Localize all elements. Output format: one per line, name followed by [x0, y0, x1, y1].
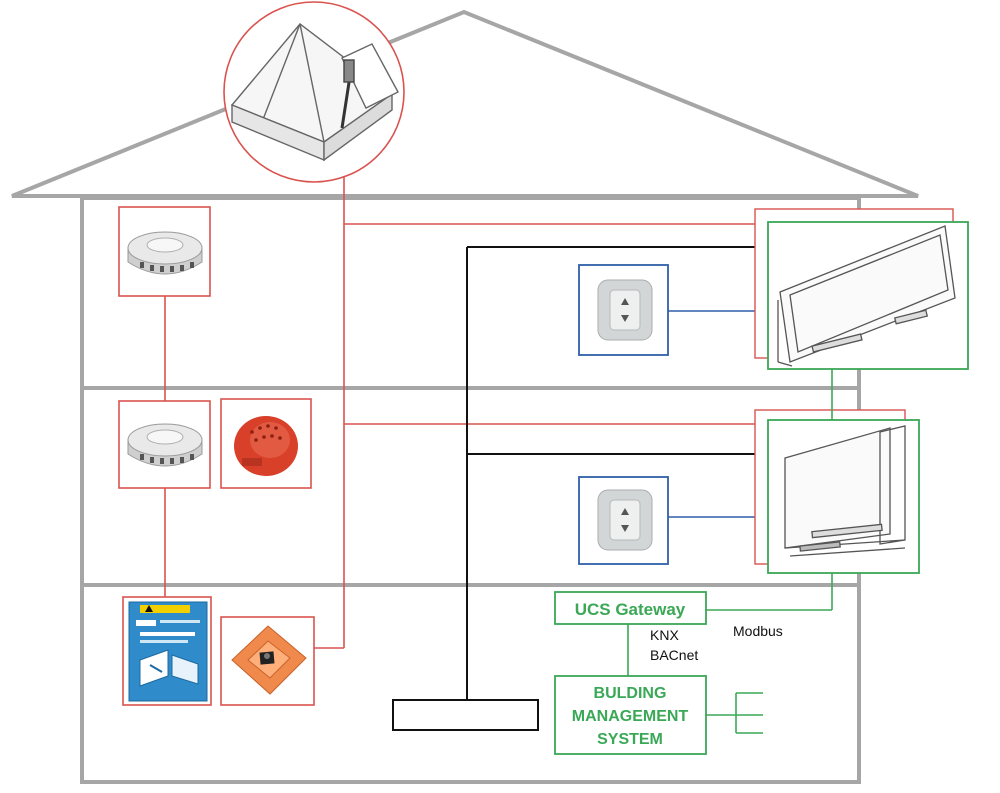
control-wiring — [392, 246, 768, 731]
window-switch-upper — [578, 264, 780, 356]
bms-label-line1: BULDING — [594, 685, 667, 702]
window-switch-lower — [578, 476, 780, 565]
alarm-sounder — [220, 398, 312, 489]
fire-wiring — [164, 162, 755, 649]
bms-label-line3: SYSTEM — [597, 731, 663, 748]
window-switch-icon — [597, 279, 653, 341]
roof-skylight-icon — [230, 23, 399, 162]
protocol-modbus-label: Modbus — [733, 623, 783, 639]
alarm-sounder-icon — [234, 416, 298, 476]
smoke-detector-top — [118, 206, 211, 297]
protocol-knx-label: KNX — [650, 627, 679, 643]
smoke-detector-middle — [118, 400, 211, 489]
call-point-icon — [231, 625, 307, 695]
gateway-label: UCS Gateway — [575, 600, 686, 619]
window-actuator-upper — [754, 208, 969, 370]
protocol-bacnet-label: BACnet — [650, 647, 698, 663]
window-actuator-icon — [784, 425, 906, 557]
control-panel-icon — [128, 601, 208, 702]
ucs-gateway: UCS Gateway — [554, 591, 707, 625]
smoke-detector-icon — [127, 423, 203, 467]
roof-skylight — [223, 1, 405, 183]
fire-control-panel — [122, 596, 212, 706]
window-switch-icon — [597, 489, 653, 551]
building-management-system: BULDING MANAGEMENT SYSTEM — [554, 675, 707, 755]
smoke-detector-icon — [127, 231, 203, 275]
manual-call-point — [220, 616, 315, 706]
house-outline — [11, 9, 919, 784]
comms-wiring — [627, 369, 833, 734]
window-actuator-icon — [777, 225, 956, 367]
window-actuator-lower — [754, 409, 920, 574]
control-unit-box — [392, 699, 539, 731]
bms-label-line2: MANAGEMENT — [572, 708, 689, 725]
